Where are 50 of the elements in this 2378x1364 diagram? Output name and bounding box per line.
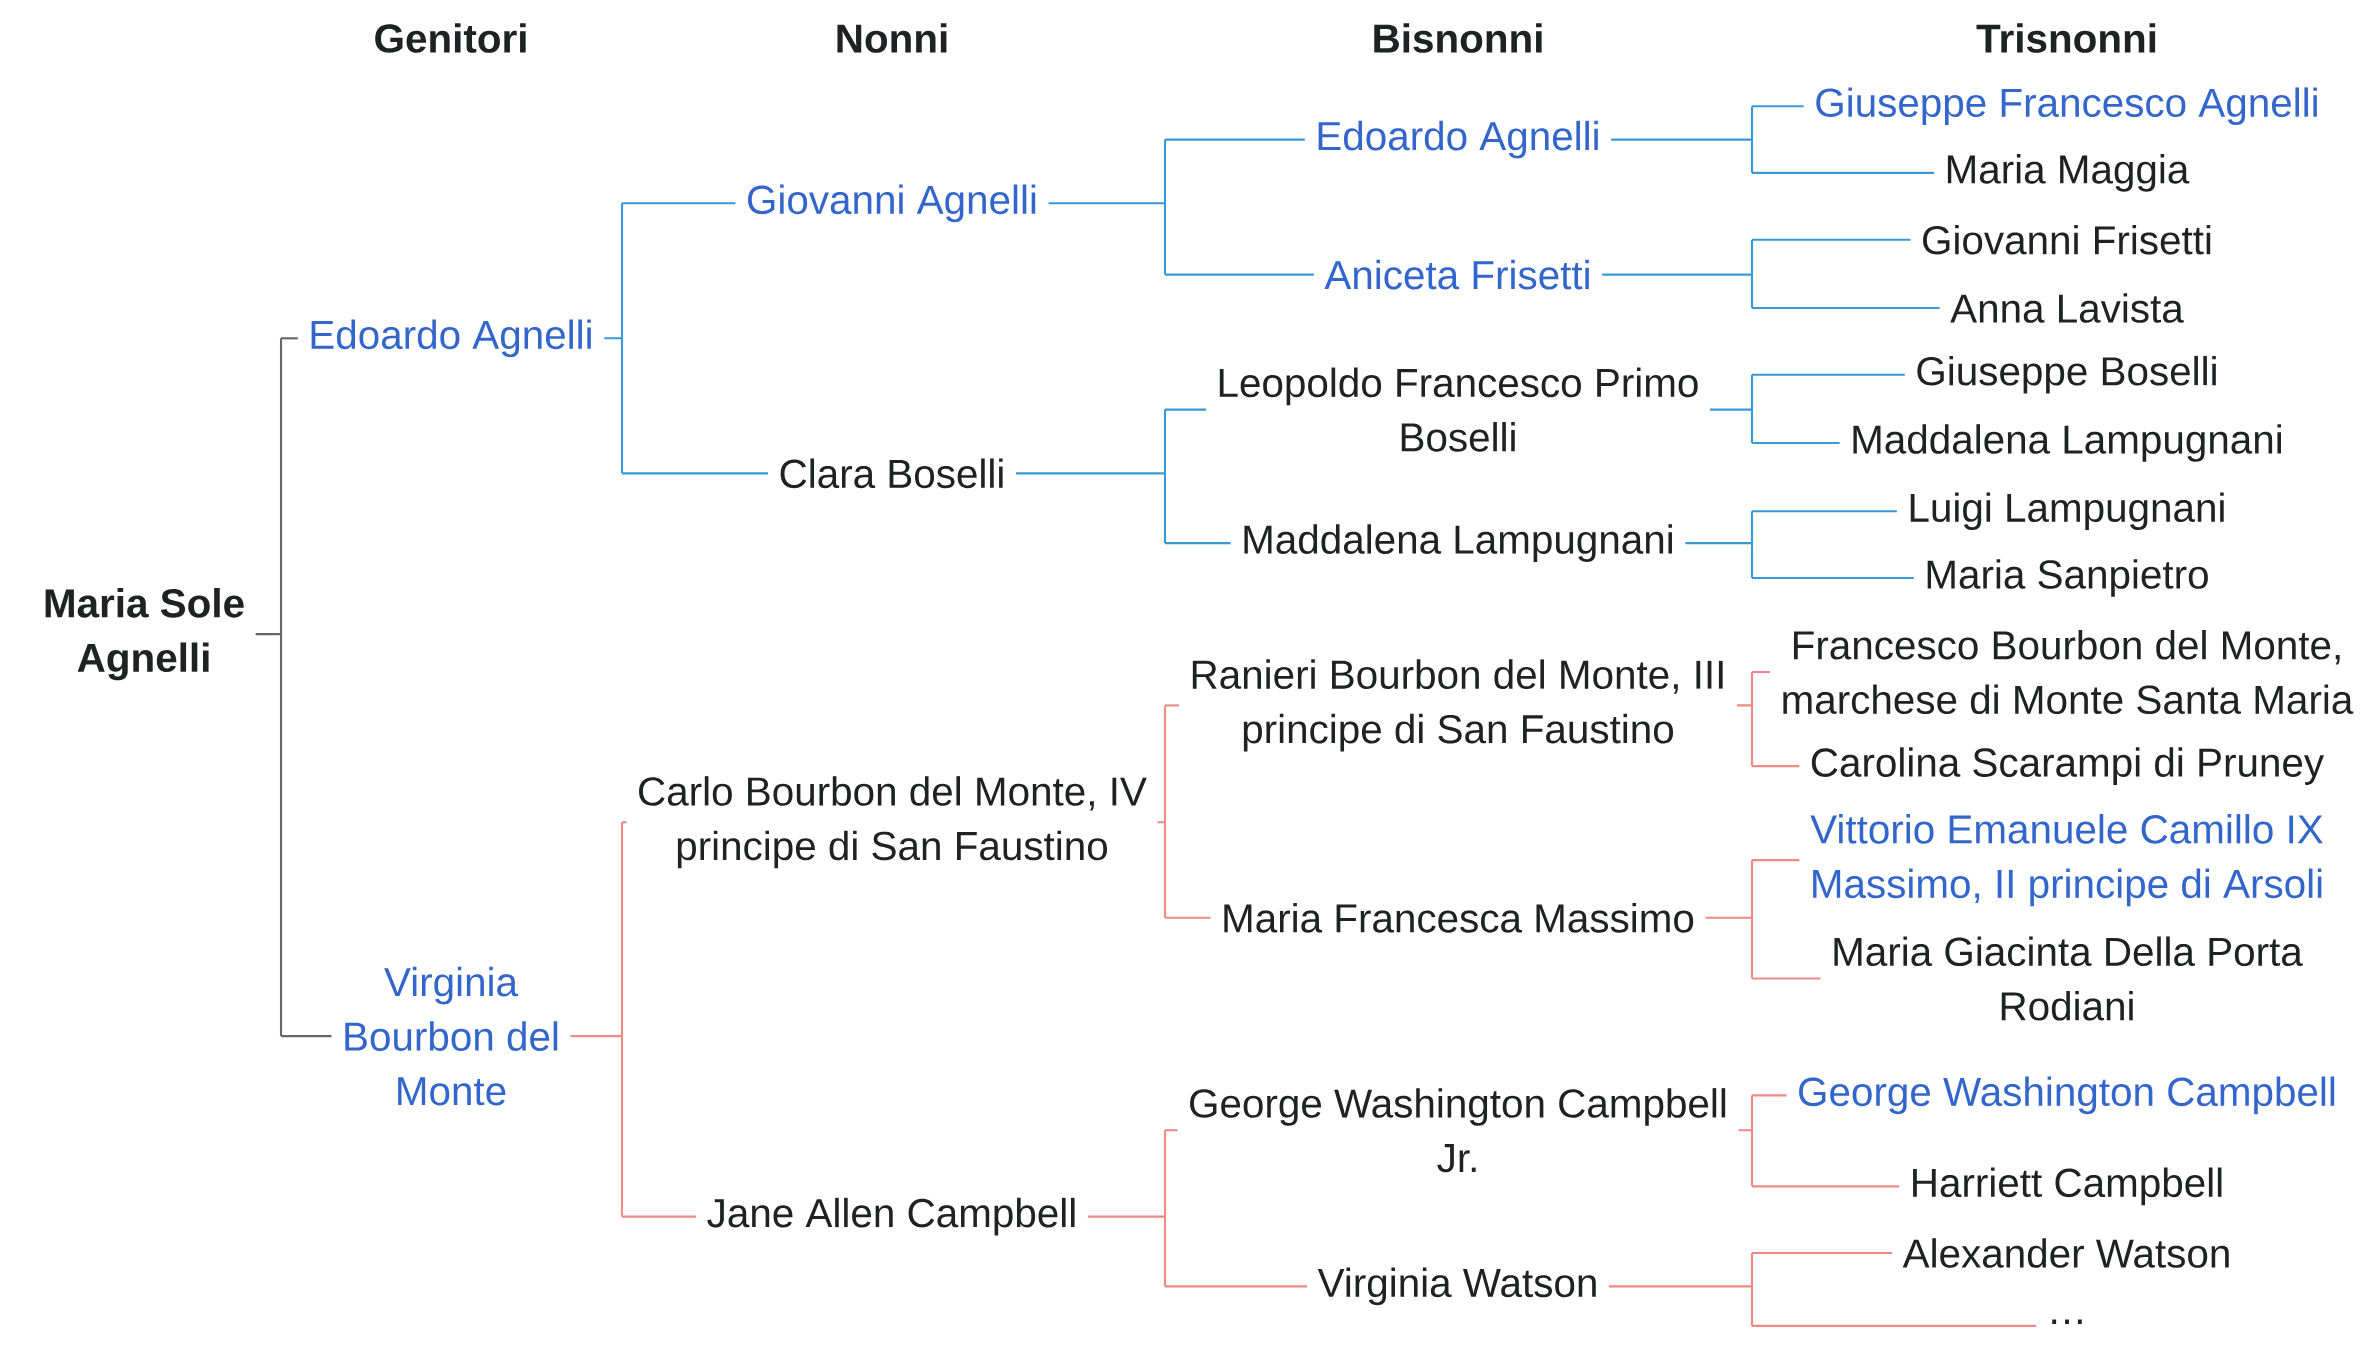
person-name: Jane Allen Campbell (707, 1197, 1075, 1236)
column-heading: Genitori (375, 23, 526, 53)
person-name: Leopoldo Francesco Primo Boselli (1219, 367, 1698, 452)
column-heading: Nonni (837, 23, 947, 53)
bracket-line (569, 821, 697, 1218)
bracket-line (1601, 238, 1940, 310)
bracket-line (1607, 1251, 2037, 1327)
person-name: Maria Maggia (1947, 154, 2190, 192)
bracket-line (1704, 859, 1821, 980)
person-name: George Washington Campbell Jr. (1190, 1088, 1726, 1173)
person-name: Maria Francesca Massimo (1224, 903, 1694, 933)
bracket-line (1156, 704, 1211, 919)
bracket-line (1086, 1129, 1308, 1288)
person-name: Francesco Bourbon del Monte, marchese di Monte Santa Maria (1783, 629, 2354, 715)
person-name: George Washington Campbell (1799, 1076, 2335, 1115)
person-name: Maddalena Lampugnani (1853, 424, 2281, 462)
person-name: Edoardo Agnelli (1318, 120, 1598, 159)
bracket-line (1737, 1094, 1900, 1188)
person-name: Maria Sanpietro (1927, 559, 2208, 597)
bracket-line (1684, 510, 1914, 580)
person-name: Giuseppe Boselli (1917, 355, 2216, 394)
person-name: Carolina Scarampi di Pruney (1811, 747, 2324, 785)
bracket-line (1610, 105, 1935, 174)
column-heading: Bisnonni (1374, 23, 1542, 53)
bracket-line (1709, 373, 1905, 445)
person-name: Giovanni Agnelli (748, 184, 1036, 223)
bracket-line (1047, 138, 1314, 276)
bracket-line (1736, 670, 1800, 768)
person-name: Vittorio Emanuele Camillo IX Massimo, II principe di Arsoli (1810, 814, 2323, 907)
person-name: Anna Lavista (1950, 293, 2184, 323)
bracket-line (603, 202, 768, 475)
person-name: Virginia Bourbon del Monte (345, 966, 558, 1106)
person-name: Clara Boselli (780, 458, 1003, 489)
person-name: Aniceta Frisetti (1324, 259, 1589, 290)
person-name: Virginia Watson (1317, 1267, 1596, 1306)
person-name: Giovanni Frisetti (1923, 224, 2211, 255)
person-name: Luigi Lampugnani (1910, 492, 2224, 531)
person-name: Harriett Campbell (1913, 1167, 2222, 1206)
person-name: Ranieri Bourbon del Monte, III principe di San Faustino (1192, 659, 1723, 752)
person-name: Carlo Bourbon del Monte, IV principe di San Faustino (639, 776, 1147, 869)
person-name: Edoardo Agnelli (311, 319, 591, 358)
bracket-line (1014, 408, 1231, 545)
person-name: Maria Giacinta Della Porta Rodiani (1834, 936, 2303, 1021)
column-heading: Trisnonni (1976, 23, 2156, 53)
person-name: … (2052, 1319, 2082, 1324)
person-name: Giuseppe Francesco Agnelli (1816, 87, 2317, 126)
person-name: Maddalena Lampugnani (1244, 524, 1672, 562)
person-name: Alexander Watson (1902, 1238, 2229, 1268)
bracket-line (254, 337, 332, 1038)
person-name: Maria Sole Agnelli (45, 587, 244, 681)
